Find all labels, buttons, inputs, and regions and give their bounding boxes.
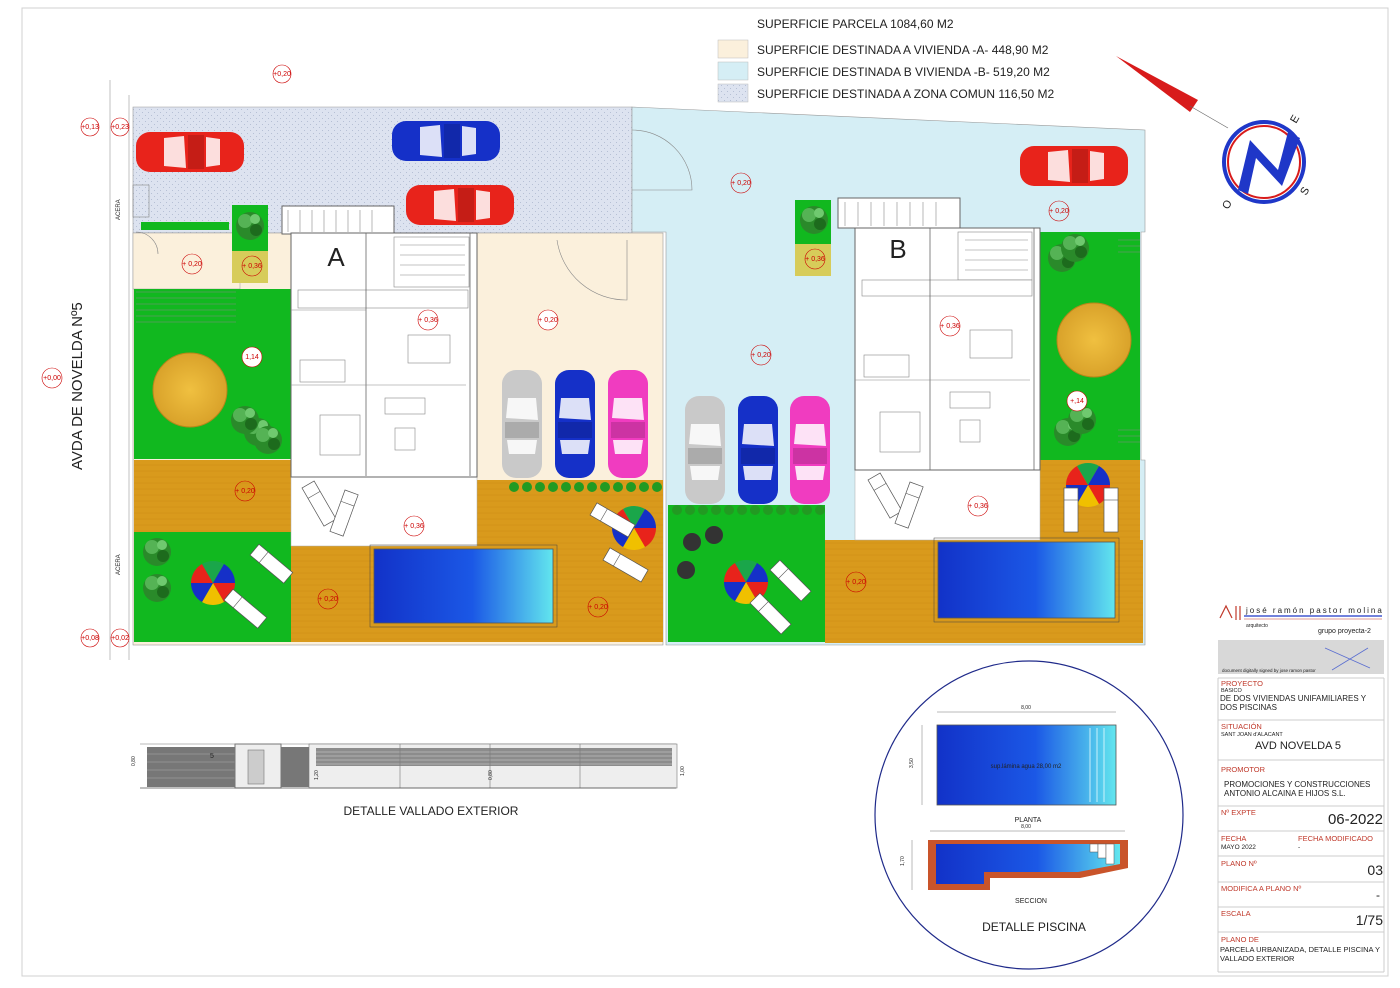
car-red-1	[136, 132, 244, 172]
svg-text:+ 0,20: + 0,20	[538, 317, 558, 324]
svg-text:+0,23: +0,23	[111, 124, 129, 131]
house-a-label: A	[327, 242, 345, 272]
area-legend: SUPERFICIE PARCELA 1084,60 M2 SUPERFICIE…	[717, 17, 1055, 103]
car-pink-b	[790, 396, 830, 504]
pool-section-label: SECCION	[1015, 898, 1047, 905]
proyecto-value: DE DOS VIVIENDAS UNIFAMILIARES Y DOS PIS…	[1220, 694, 1366, 712]
fence-detail: 5 0,80 1,20 0,80 1,00 DETALLE VALLADO EX…	[131, 743, 686, 818]
svg-text:+ 0,36: + 0,36	[418, 317, 438, 324]
car-pink-a	[608, 370, 648, 478]
plano-value: 03	[1367, 862, 1383, 878]
fence-dim-1: 0,80	[131, 756, 137, 766]
fecha-mod-value: -	[1298, 844, 1300, 851]
pool-water-area: sup.lámina agua 28,00 m2	[991, 764, 1062, 770]
pool-section-length: 8,00	[1021, 824, 1031, 830]
svg-text:+0,02: +0,02	[111, 635, 129, 642]
svg-text:+ 0,36: + 0,36	[805, 256, 825, 263]
svg-text:+ 0,20: + 0,20	[182, 261, 202, 268]
car-grey-b	[685, 396, 725, 504]
svg-text:+ 0,20: + 0,20	[588, 604, 608, 611]
svg-text:1,14: 1,14	[245, 354, 259, 361]
svg-text:+ 0,36: + 0,36	[940, 323, 960, 330]
fence-title: DETALLE VALLADO EXTERIOR	[344, 804, 519, 818]
north-compass-icon: E S O	[1116, 56, 1312, 212]
sidewalk-label-top: ACERA	[116, 199, 122, 220]
firm-name: josé ramón pastor molina	[1245, 606, 1384, 615]
promotor-value: PROMOCIONES Y CONSTRUCCIONES ANTONIO ALC…	[1224, 780, 1371, 798]
svg-text:+ 0,20: + 0,20	[1049, 208, 1069, 215]
car-blue-a	[555, 370, 595, 478]
modifica-label: MODIFICA A PLANO Nº	[1221, 884, 1302, 893]
fecha-label: FECHA	[1221, 834, 1246, 843]
sheet-border	[21, 7, 1389, 977]
house-b-label: B	[889, 234, 906, 264]
svg-text:+ 0,20: + 0,20	[318, 596, 338, 603]
fence-gate-number: 5	[210, 753, 214, 760]
fecha-value: MAYO 2022	[1221, 844, 1256, 851]
proyecto-sub: BASICO	[1221, 688, 1243, 694]
proyecto-label: PROYECTO	[1221, 679, 1263, 688]
svg-text:+ 0,36: + 0,36	[968, 503, 988, 510]
legend-label-common: SUPERFICIE DESTINADA A ZONA COMUN 116,50…	[757, 87, 1055, 101]
pool-detail-title: DETALLE PISCINA	[982, 920, 1086, 934]
car-grey-a	[502, 370, 542, 478]
car-blue-b	[738, 396, 778, 504]
pool-depth: 1,70	[900, 856, 906, 866]
compass-o: O	[1220, 198, 1235, 212]
car-red-3	[1020, 146, 1128, 186]
fecha-mod-label: FECHA MODIFICADO	[1298, 834, 1373, 843]
situacion-label: SITUACIÓN	[1221, 722, 1262, 731]
firm-group: grupo proyecta-2	[1318, 628, 1371, 635]
svg-text:+ 0,20: + 0,20	[731, 180, 751, 187]
plano-de-value: PARCELA URBANIZADA, DETALLE PISCINA Y VA…	[1220, 945, 1380, 963]
street-label: AVDA DE NOVELDA Nº5	[69, 302, 86, 470]
digital-signature-note: document digitally signed by jose ramon …	[1222, 668, 1316, 673]
legend-swatch-a	[717, 39, 749, 59]
escala-value: 1/75	[1356, 912, 1383, 928]
svg-text:+,14: +,14	[1070, 398, 1084, 405]
svg-text:+0,13: +0,13	[81, 124, 99, 131]
compass-s: S	[1298, 185, 1312, 197]
situacion-value: AVD NOVELDA 5	[1255, 740, 1341, 752]
compass-e: E	[1288, 113, 1302, 125]
promotor-label: PROMOTOR	[1221, 765, 1266, 774]
situacion-sub: SANT JOAN d'ALACANT	[1221, 732, 1283, 738]
plano-label: PLANO Nº	[1221, 859, 1257, 868]
fence-dim-3: 0,80	[488, 770, 494, 780]
firm-logo: josé ramón pastor molina arquitecto grup…	[1219, 604, 1384, 635]
svg-text:+ 0,36: + 0,36	[404, 523, 424, 530]
site-plan	[109, 80, 1146, 660]
fence-dim-4: 1,00	[680, 766, 686, 776]
pool-length: 8,00	[1021, 705, 1031, 711]
pool-detail: 8,00 3,50 sup.lámina agua 28,00 m2 PLANT…	[874, 660, 1184, 970]
legend-swatch-b	[717, 61, 749, 81]
pool-width: 3,50	[909, 758, 915, 768]
legend-label-a: SUPERFICIE DESTINADA A VIVIENDA -A- 448,…	[757, 43, 1049, 57]
svg-text:+0,20: +0,20	[273, 71, 291, 78]
sidewalk-label-bottom: ACERA	[116, 554, 122, 575]
svg-text:+0,08: +0,08	[81, 635, 99, 642]
car-red-2	[406, 185, 514, 225]
pool-plan-label: PLANTA	[1015, 817, 1042, 824]
car-blue-1	[392, 121, 500, 161]
plano-de-label: PLANO DE	[1221, 935, 1259, 944]
legend-label-b: SUPERFICIE DESTINADA B VIVIENDA -B- 519,…	[757, 65, 1050, 79]
legend-swatch-common	[717, 83, 749, 103]
svg-text:+ 0,20: + 0,20	[751, 352, 771, 359]
expte-label: Nº EXPTE	[1221, 808, 1256, 817]
plot-area-text: SUPERFICIE PARCELA 1084,60 M2	[757, 17, 954, 31]
expte-value: 06-2022	[1328, 811, 1383, 828]
svg-text:+ 0,36: + 0,36	[242, 263, 262, 270]
fence-dim-2: 1,20	[314, 770, 320, 780]
escala-label: ESCALA	[1221, 909, 1251, 918]
svg-text:+0,00: +0,00	[43, 375, 61, 382]
title-block: josé ramón pastor molina arquitecto grup…	[1217, 604, 1385, 973]
firm-subtitle: arquitecto	[1246, 623, 1268, 629]
svg-text:+ 0,20: + 0,20	[235, 488, 255, 495]
level-markers: +0,20 +0,13 +0,23 +0,00 +0,08 +0,02 + 0,…	[41, 64, 1088, 648]
modifica-value: -	[1376, 888, 1380, 902]
svg-text:+ 0,20: + 0,20	[846, 579, 866, 586]
